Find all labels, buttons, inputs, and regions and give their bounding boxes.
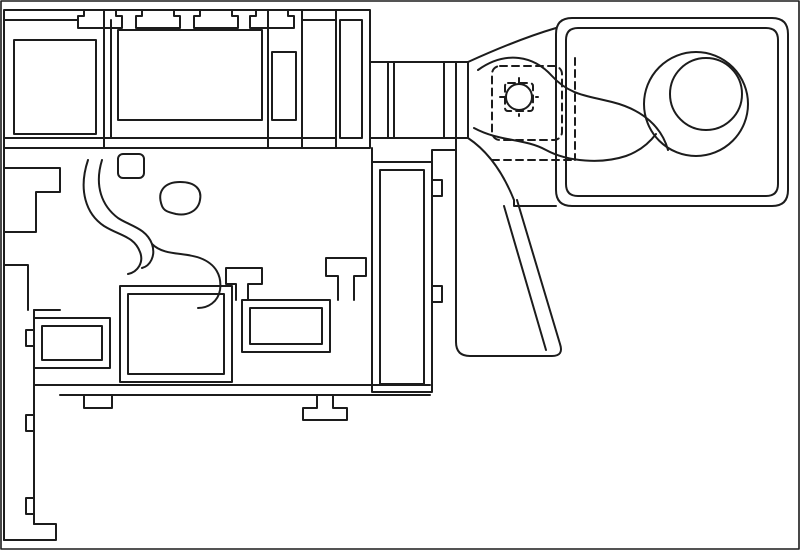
chamber	[241, 299, 331, 353]
gusset-rib	[503, 205, 547, 351]
roller-cam	[643, 51, 749, 157]
sash-connector	[431, 149, 457, 163]
sash-chambers	[33, 285, 331, 383]
chamber	[13, 39, 97, 135]
chamber-inner	[127, 293, 225, 375]
housing-outer	[555, 17, 789, 207]
hidden-block	[491, 65, 563, 141]
lever-top-edge	[477, 56, 669, 151]
pivot-pin	[505, 83, 533, 111]
screw-channel	[249, 9, 295, 29]
strip-notch	[25, 414, 35, 432]
cam-inner-circle	[669, 57, 743, 131]
t-slot-tail	[302, 394, 348, 421]
arm-outline	[369, 61, 469, 139]
chamber-lug	[431, 285, 443, 303]
screw-channel	[193, 9, 239, 29]
t-bosses	[225, 257, 367, 301]
chamber	[339, 19, 363, 139]
chamber	[371, 161, 433, 393]
gasket-curve	[82, 159, 143, 275]
chamber	[271, 51, 297, 121]
housing-inner	[565, 27, 779, 197]
gusset-outline	[455, 137, 562, 357]
chamber	[119, 285, 233, 383]
jamb-strip	[3, 309, 57, 541]
chamber-lug	[431, 179, 443, 197]
gasket-curve	[151, 243, 222, 309]
gasket-seals	[82, 159, 222, 309]
support-gusset	[455, 137, 562, 357]
t-boss	[325, 257, 367, 301]
gasket-blob	[159, 181, 202, 216]
sash-interlock	[3, 147, 457, 541]
neck-bottom	[467, 137, 557, 207]
actuator-arm	[369, 61, 469, 139]
chamber-inner	[379, 169, 425, 385]
handle-neck	[467, 27, 557, 207]
hardware-housing	[555, 17, 789, 207]
bottom-tab	[83, 394, 113, 409]
gasket-curve	[97, 159, 155, 269]
cam-outer-circle	[643, 51, 749, 157]
strip-foot	[3, 523, 57, 541]
neck-top	[467, 27, 557, 63]
strip-notch	[25, 329, 35, 347]
sash-step	[3, 167, 61, 233]
profile-chambers	[13, 19, 363, 139]
chamber-inner	[249, 307, 323, 345]
t-boss	[225, 267, 263, 301]
strip-notch	[25, 497, 35, 515]
bottom-t-slot	[33, 384, 431, 421]
mullion-chamber	[371, 161, 443, 393]
sash-step	[3, 264, 29, 311]
screw-channels	[77, 9, 295, 29]
screw-port	[117, 153, 145, 179]
chamber-inner	[41, 325, 103, 361]
screw-channel	[135, 9, 181, 29]
chamber	[117, 29, 263, 121]
screw-channel	[77, 9, 123, 29]
